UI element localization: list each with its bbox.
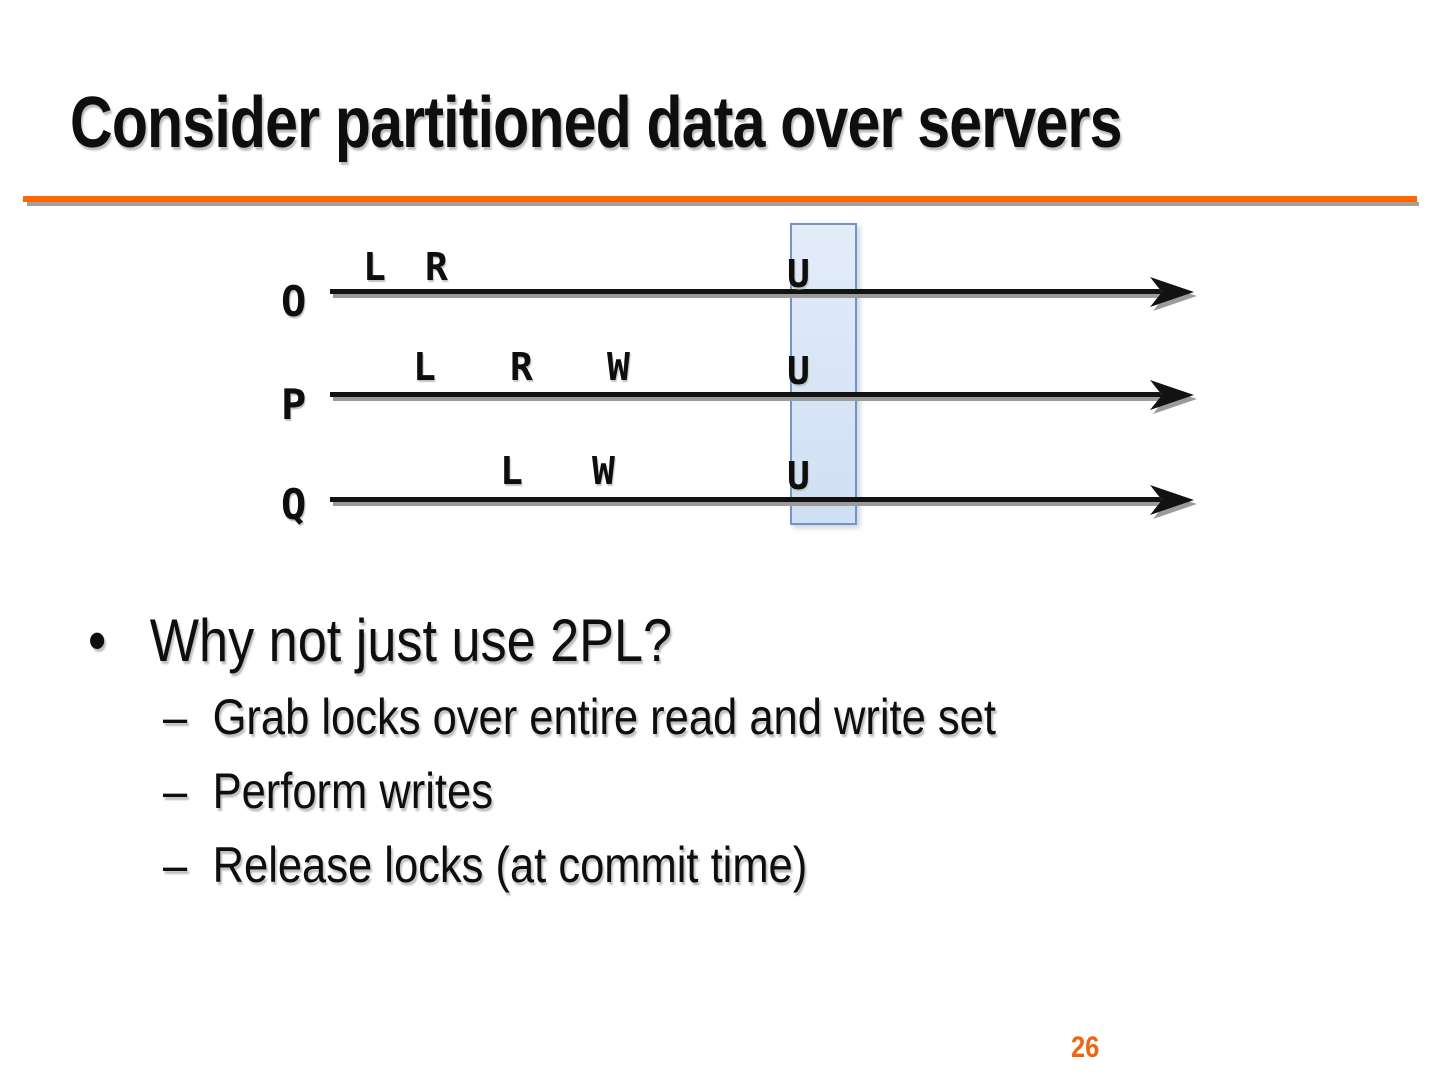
slide-title: Consider partitioned data over servers (70, 83, 1122, 163)
timeline-line-q (330, 497, 1162, 502)
timeline-line-o (330, 289, 1162, 294)
timeline-label-o: O (281, 277, 307, 326)
timeline-label-q: Q (281, 480, 307, 529)
title-rule-shadow (27, 202, 1419, 206)
dash-marker: – (163, 763, 188, 819)
event-letter-write: W (592, 449, 615, 493)
sub-bullet-item: –Perform writes (163, 762, 493, 820)
bullet-item: • Why not just use 2PL? (88, 606, 672, 675)
dash-marker: – (163, 837, 188, 893)
timeline-line-p (330, 392, 1162, 397)
event-letter-write: W (607, 345, 630, 389)
sub-bullet-text: Grab locks over entire read and write se… (212, 689, 996, 745)
timeline-label-p: P (281, 380, 307, 429)
bullet-text: Why not just use 2PL? (149, 607, 673, 674)
event-letter-lock: L (413, 345, 436, 389)
arrow-right-icon (1150, 485, 1197, 519)
arrow-right-icon (1150, 380, 1197, 414)
event-letter-unlock: U (787, 454, 810, 498)
event-letter-lock: L (363, 245, 386, 289)
title-rule (23, 196, 1417, 202)
page-number: 26 (1071, 1031, 1100, 1064)
bullet-marker: • (88, 607, 107, 674)
sub-bullet-text: Perform writes (212, 763, 493, 819)
event-letter-unlock: U (787, 349, 810, 393)
commit-highlight-box (790, 223, 857, 525)
sub-bullet-item: –Release locks (at commit time) (163, 836, 807, 894)
event-letter-unlock: U (787, 252, 810, 296)
event-letter-read: R (425, 245, 448, 289)
event-letter-read: R (510, 345, 533, 389)
arrow-right-icon (1150, 277, 1197, 311)
dash-marker: – (163, 689, 188, 745)
event-letter-lock: L (500, 449, 523, 493)
sub-bullet-text: Release locks (at commit time) (212, 837, 808, 893)
sub-bullet-item: –Grab locks over entire read and write s… (163, 688, 996, 746)
